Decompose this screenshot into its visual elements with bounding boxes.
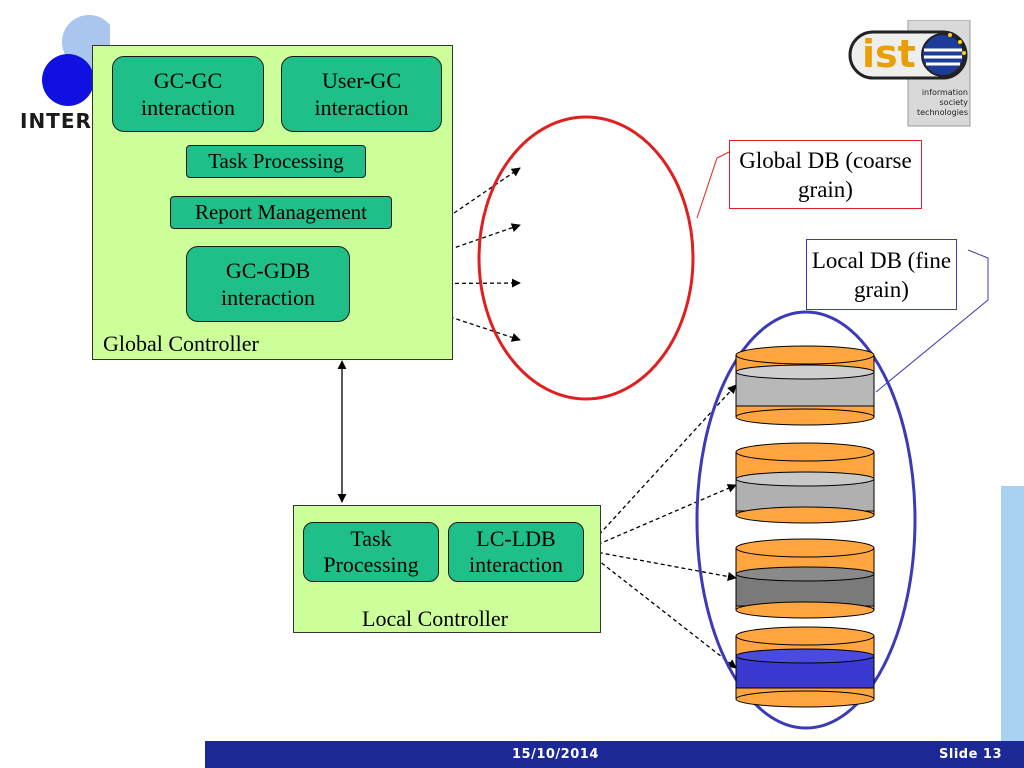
lc-ldb-arrows — [584, 384, 737, 669]
lc-ldb-arrow — [584, 549, 737, 669]
lc-ldb-arrow — [584, 484, 737, 551]
lc-ldb-arrow — [584, 549, 737, 581]
footer-date: 15/10/2014 — [512, 747, 599, 762]
local-db-leader — [875, 249, 989, 393]
gc-gdb-arrow — [349, 167, 521, 285]
side-accent-strip — [1001, 486, 1024, 741]
local-controller-label: Local Controller — [362, 606, 509, 631]
ist-logo-line: society — [939, 98, 968, 107]
global-db-leader — [696, 151, 730, 219]
local-db-ellipse — [695, 310, 917, 730]
gc-task-processing-box[interactable]: Task Processing — [186, 145, 366, 178]
ist-logo: ist information society technologies — [848, 19, 972, 128]
global-controller-label: Global Controller — [103, 331, 259, 356]
lc-task-processing-box[interactable]: Task Processing — [303, 522, 439, 582]
gc-gc-interaction-box[interactable]: GC-GC interaction — [112, 56, 264, 132]
db-cylinder — [735, 626, 875, 708]
db-cylinder — [735, 538, 875, 619]
ist-logo-word: ist — [862, 32, 916, 76]
ist-logo-graphic — [848, 19, 971, 127]
lc-ldb-interaction-box[interactable]: LC-LDB interaction — [448, 522, 584, 582]
db-cylinder — [735, 442, 875, 524]
lc-ldb-arrow — [584, 384, 737, 551]
gc-gdb-interaction-box[interactable]: GC-GDB interaction — [186, 246, 350, 322]
footer-bar — [205, 741, 1024, 768]
ist-logo-caption: information society technologies — [898, 88, 968, 118]
global-db-ellipse — [477, 115, 695, 401]
user-gc-interaction-box[interactable]: User-GC interaction — [281, 56, 442, 132]
left-logo-text: INTER — [20, 109, 92, 133]
ist-logo-line: technologies — [917, 108, 968, 117]
report-management-box[interactable]: Report Management — [170, 196, 392, 229]
global-db-callout: Global DB (coarse grain) — [729, 140, 922, 209]
local-db-callout: Local DB (fine grain) — [806, 239, 957, 310]
ist-logo-line: information — [921, 88, 968, 97]
footer-slide-number: Slide 13 — [939, 747, 1003, 762]
db-cylinder — [735, 345, 875, 426]
logo-circle-dark — [42, 54, 94, 106]
